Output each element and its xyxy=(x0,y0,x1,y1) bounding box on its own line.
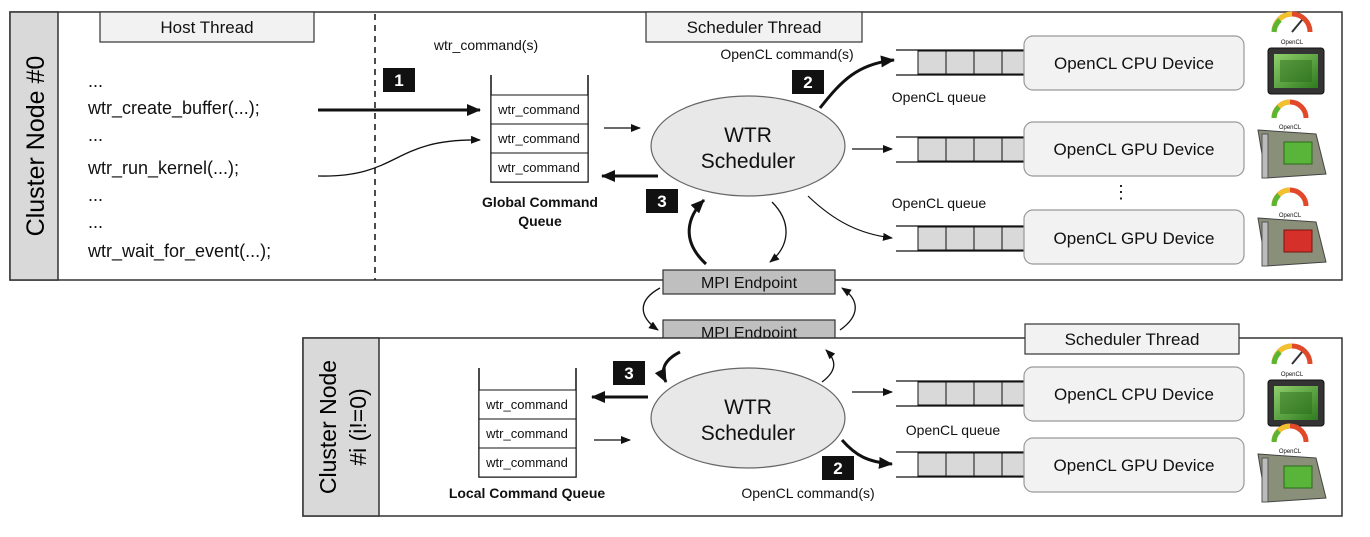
gpu-card-icon: OpenCL xyxy=(1257,99,1327,179)
node0-title: Cluster Node #0 xyxy=(22,56,50,237)
scheduler-thread-header xyxy=(645,11,863,43)
run-kernel-arrow xyxy=(317,135,481,177)
badge-1 xyxy=(383,68,415,92)
local-queue-label: Local Command Queue xyxy=(449,485,606,501)
svg-text:OpenCL: OpenCL xyxy=(1279,213,1302,219)
code-line-5: ... xyxy=(88,185,103,205)
host-thread-header xyxy=(99,11,315,43)
cpu-chip-icon: OpenCL xyxy=(1267,11,1325,95)
badge-2-bottom xyxy=(822,456,854,480)
local-command-queue: wtr_command wtr_command wtr_command xyxy=(478,368,577,478)
cpu-chip-icon: OpenCL xyxy=(1267,343,1325,427)
badge-2-top-label: 2 xyxy=(803,73,812,92)
node0-side-band xyxy=(9,11,59,281)
wtr-scheduler-nodei-line2: Scheduler xyxy=(701,422,796,445)
mpi-to-scheduler-arrow xyxy=(687,198,708,266)
device-gpu2-node0-label: OpenCL GPU Device xyxy=(1054,229,1215,248)
device-gpu2-node0 xyxy=(1023,209,1245,265)
device-cpu-nodei xyxy=(1023,366,1245,422)
cluster-node-i: Cluster Node #i (i!=0) Scheduler Thread … xyxy=(302,323,1343,517)
nodei-opencl-queue-label: OpenCL queue xyxy=(906,422,1001,438)
mpi-up-arrow xyxy=(839,287,856,331)
svg-text:OpenCL: OpenCL xyxy=(1279,449,1302,455)
mpi-endpoint-top xyxy=(662,269,836,295)
global-queue-label-2: Queue xyxy=(518,213,562,229)
badge-2-top xyxy=(792,70,824,94)
svg-text:OpenCL: OpenCL xyxy=(1281,372,1304,378)
more-devices-ellipsis: ⋮ xyxy=(1112,182,1130,202)
global-queue-item-3: wtr_command xyxy=(497,160,580,175)
scheduler-to-cpu-queue-arrow xyxy=(818,55,895,109)
cluster-node-0: Cluster Node #0 Host Thread Scheduler Th… xyxy=(9,11,1343,281)
device-cpu-node0 xyxy=(1023,35,1245,91)
endpoint-to-nodei-scheduler-arrow xyxy=(654,350,681,383)
nodei-scheduler-to-gpu-queue-arrow xyxy=(840,439,893,469)
opencl-commands-label-top: OpenCL command(s) xyxy=(720,46,853,62)
local-queue-item-3: wtr_command xyxy=(485,455,568,470)
device-gpu-nodei-label: OpenCL GPU Device xyxy=(1054,456,1215,475)
wtr-scheduler-nodei-line1: WTR xyxy=(724,396,772,419)
global-queue-item-1: wtr_command xyxy=(497,102,580,117)
nodei-opencl-commands-label: OpenCL command(s) xyxy=(741,485,874,501)
wtr-commands-label: wtr_command(s) xyxy=(433,37,538,53)
svg-text:OpenCL: OpenCL xyxy=(1279,125,1302,131)
badge-3-top-label: 3 xyxy=(657,192,666,211)
wtr-scheduler-node0-line1: WTR xyxy=(724,124,772,147)
wtr-scheduler-nodei xyxy=(650,367,846,469)
wtr-scheduler-node0 xyxy=(650,95,846,197)
code-line-7: wtr_wait_for_event(...); xyxy=(87,241,271,262)
nodei-title-1: Cluster Node xyxy=(315,360,341,494)
code-line-2: wtr_create_buffer(...); xyxy=(87,98,260,119)
badge-2-bottom-label: 2 xyxy=(833,459,842,478)
global-queue-item-2: wtr_command xyxy=(497,131,580,146)
device-gpu1-node0-label: OpenCL GPU Device xyxy=(1054,140,1215,159)
nodei-scheduler-thread-label: Scheduler Thread xyxy=(1065,330,1200,349)
global-queue-label-1: Global Command xyxy=(482,194,598,210)
badge-3-top xyxy=(646,189,678,213)
code-line-6: ... xyxy=(88,212,103,232)
svg-text:OpenCL: OpenCL xyxy=(1281,40,1304,46)
nodei-scheduler-thread-header xyxy=(1024,323,1240,355)
code-line-3: ... xyxy=(88,125,103,145)
gpu-card-icon: OpenCL xyxy=(1257,423,1327,503)
scheduler-to-mpi-arrow xyxy=(769,201,787,263)
scheduler-thread-label: Scheduler Thread xyxy=(687,18,822,37)
scheduler-to-gpu2-queue-arrow xyxy=(807,195,893,241)
local-queue-item-2: wtr_command xyxy=(485,426,568,441)
device-gpu1-node0 xyxy=(1023,121,1245,177)
mpi-down-arrow xyxy=(642,287,661,331)
host-thread-label: Host Thread xyxy=(160,18,253,37)
badge-3-bottom xyxy=(613,361,645,385)
mpi-endpoint-top-label: MPI Endpoint xyxy=(701,275,798,292)
code-line-4: wtr_run_kernel(...); xyxy=(87,158,239,179)
gpu-card-icon: OpenCL xyxy=(1257,187,1327,267)
code-line-1: ... xyxy=(88,71,103,91)
badge-3-bottom-label: 3 xyxy=(624,364,633,383)
wtr-scheduler-node0-line2: Scheduler xyxy=(701,150,796,173)
local-queue-item-1: wtr_command xyxy=(485,397,568,412)
nodei-side-band xyxy=(302,337,380,517)
global-command-queue: wtr_command wtr_command wtr_command xyxy=(490,75,589,183)
opencl-queue-gpu-2 xyxy=(896,225,1031,252)
nodei-title-2: #i (i!=0) xyxy=(345,388,371,465)
opencl-queue-label-1: OpenCL queue xyxy=(892,89,987,105)
device-cpu-node0-label: OpenCL CPU Device xyxy=(1054,54,1214,73)
nodei-scheduler-to-endpoint-arrow xyxy=(821,349,836,383)
badge-1-label: 1 xyxy=(394,71,403,90)
device-gpu-nodei xyxy=(1023,437,1245,493)
opencl-queue-label-2: OpenCL queue xyxy=(892,195,987,211)
device-cpu-nodei-label: OpenCL CPU Device xyxy=(1054,385,1214,404)
